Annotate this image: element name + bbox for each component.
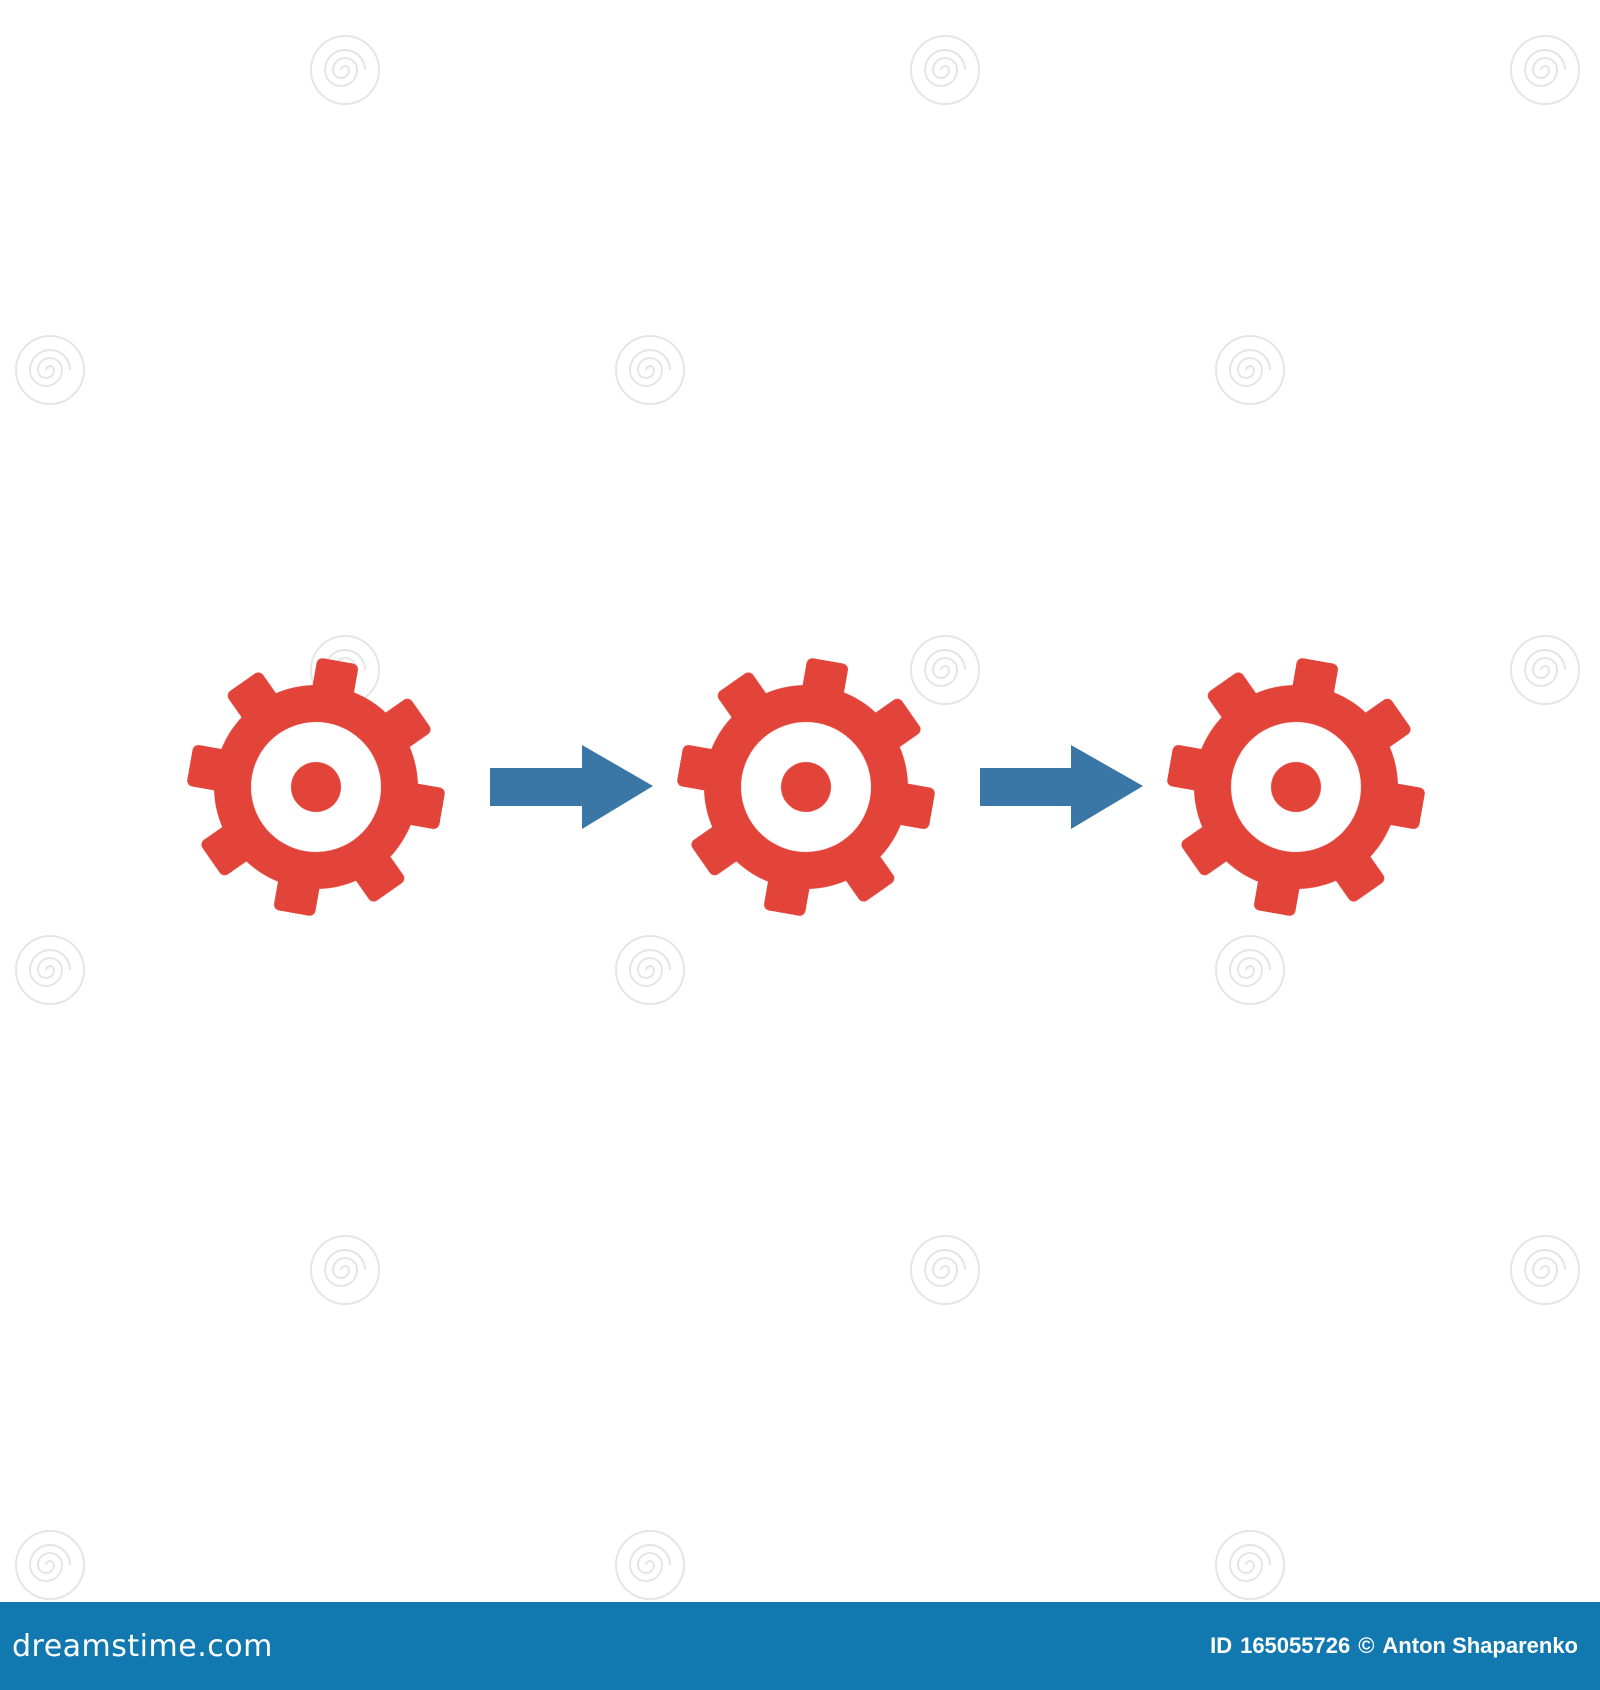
spiral-logo-icon <box>615 335 685 405</box>
spiral-logo-icon <box>1510 1235 1580 1305</box>
image-credit: ID 165055726 © Anton Shaparenko <box>1210 1633 1578 1659</box>
spiral-logo-icon <box>1215 335 1285 405</box>
spiral-logo-icon <box>615 935 685 1005</box>
spiral-logo-icon <box>310 35 380 105</box>
copyright-symbol: © <box>1358 1633 1375 1658</box>
spiral-logo-icon <box>910 35 980 105</box>
gear-icon <box>658 639 955 936</box>
spiral-logo-icon <box>15 1530 85 1600</box>
spiral-logo-icon <box>15 335 85 405</box>
spiral-logo-icon <box>1215 1530 1285 1600</box>
image-id: 165055726 <box>1240 1633 1351 1658</box>
spiral-logo-icon <box>910 1235 980 1305</box>
spiral-logo-icon <box>1215 935 1285 1005</box>
illustration <box>15 35 1580 1600</box>
footer-bar: dreamstime.com ID 165055726 © Anton Shap… <box>0 1602 1600 1690</box>
arrow-right-icon <box>980 745 1143 829</box>
footer-logo[interactable]: dreamstime.com <box>12 1628 273 1664</box>
spiral-logo-icon <box>1510 35 1580 105</box>
spiral-logo-icon <box>1510 635 1580 705</box>
image-id-label: ID <box>1210 1633 1233 1658</box>
spiral-logo-icon <box>615 1530 685 1600</box>
spiral-logo-icon <box>15 935 85 1005</box>
author-name[interactable]: Anton Shaparenko <box>1382 1633 1578 1658</box>
gear-icon <box>168 639 465 936</box>
spiral-logo-icon <box>310 1235 380 1305</box>
gear-icon <box>1148 639 1445 936</box>
spiral-logo-icon <box>910 635 980 705</box>
arrow-right-icon <box>490 745 653 829</box>
